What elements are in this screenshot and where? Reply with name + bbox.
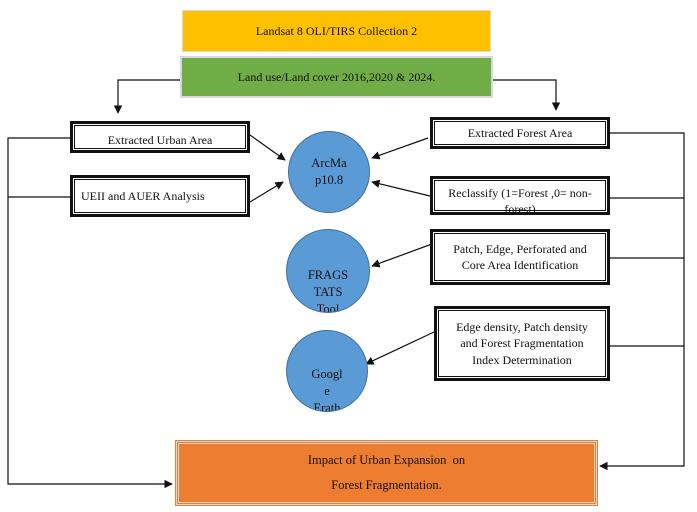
lulc-label: Land use/Land cover 2016,2020 & 2024. [237, 69, 436, 84]
lulc-box: Land use/Land cover 2016,2020 & 2024. [180, 56, 493, 98]
reclassify-label: Reclassify (1=Forest ,0= non-forest) [448, 186, 592, 215]
density-line-1: Edge density, Patch density [456, 320, 588, 335]
landsat-source-box: Landsat 8 OLI/TIRS Collection 2 [182, 10, 491, 52]
reclassify-box: Reclassify (1=Forest ,0= non-forest) [430, 176, 610, 215]
arrow-urban-to-arcmap [249, 134, 286, 161]
extracted-forest-area-box: Extracted Forest Area [430, 117, 610, 149]
arrow-density-to-google [365, 331, 435, 365]
arrow-patch-to-frags [371, 243, 433, 268]
density-index-box: Edge density, Patch density and Forest F… [434, 306, 610, 381]
result-line-1: Impact of Urban Expansion on [307, 453, 466, 467]
google-earth-line-2: e [324, 384, 330, 399]
extracted-urban-area-box: Extracted Urban Area [70, 121, 250, 153]
arrow-reclassify-to-arcmap [371, 179, 431, 197]
fragstats-line-1: FRAGS [307, 268, 349, 283]
patch-edge-line-1: Patch, Edge, Perforated and [453, 241, 587, 256]
ueii-auer-label: UEII and AUER Analysis [81, 188, 205, 203]
result-line-2: Forest Fragmentation. [331, 478, 442, 492]
fragstats-tool-circle: FRAGS TATS Tool [286, 229, 370, 313]
patch-edge-box: Patch, Edge, Perforated and Core Area Id… [430, 229, 610, 285]
fragstats-line-2: TATS [313, 285, 343, 300]
landsat-source-label: Landsat 8 OLI/TIRS Collection 2 [255, 23, 418, 38]
google-earth-line-3: Erath [313, 401, 341, 411]
density-line-3: Index Determination [472, 352, 572, 367]
arrow-ueii-to-arcmap [249, 181, 284, 203]
google-earth-tool-circle: Googl e Erath [286, 330, 368, 412]
google-earth-line-1: Googl [311, 367, 343, 382]
extracted-urban-area-label: Extracted Urban Area [107, 132, 213, 147]
arcmap-line-2: p10.8 [314, 173, 344, 187]
arcmap-line-1: ArcMa [311, 156, 347, 171]
density-line-2: and Forest Fragmentation [460, 336, 584, 351]
arrow-lulc-to-forest [492, 79, 561, 111]
arrow-right-vertical [599, 132, 685, 471]
arrow-forest-to-arcmap [371, 137, 429, 160]
fragstats-line-3: Tool [316, 302, 340, 312]
arcmap-tool-circle: ArcMa p10.8 [288, 131, 370, 213]
result-box: Impact of Urban Expansion on Forest Frag… [175, 440, 598, 506]
extracted-forest-area-label: Extracted Forest Area [467, 125, 573, 140]
patch-edge-line-2: Core Area Identification [461, 258, 579, 272]
arrow-lulc-to-urban [113, 79, 180, 114]
ueii-auer-box: UEII and AUER Analysis [70, 175, 250, 217]
arrow-urban-left-loop [7, 137, 173, 489]
